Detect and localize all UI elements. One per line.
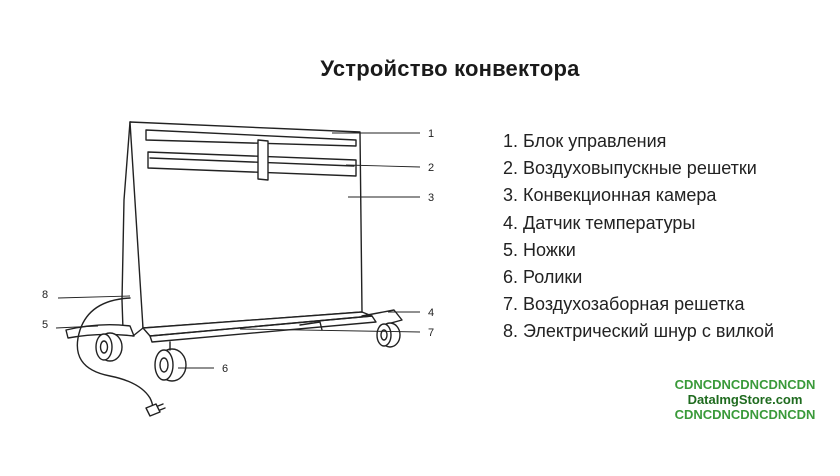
foot-bar	[65, 323, 135, 339]
callout-6: 6	[222, 363, 228, 375]
grille-clip	[257, 139, 269, 181]
callout-7: 7	[428, 327, 434, 339]
legend-item: 2. Воздуховыпускные решетки	[503, 158, 757, 179]
legend-item: 8. Электрический шнур с вилкой	[503, 321, 775, 342]
wheel-left	[95, 332, 123, 362]
callout-5: 5	[42, 319, 48, 331]
watermark-line: CDNCDNCDNCDNCDN	[674, 377, 816, 392]
callout-2: 2	[428, 162, 434, 174]
legend-item: 5. Ножки	[503, 239, 576, 260]
wheel-back	[376, 322, 401, 348]
legend-list: 1. Блок управления 2. Воздуховыпускные р…	[503, 128, 774, 346]
watermark-site: DataImgStore.com	[687, 392, 803, 407]
control-block	[145, 129, 357, 147]
legend-item: 7. Воздухозаборная решетка	[503, 294, 745, 315]
watermark: CDNCDNCDNCDNCDN DataImgStore.com CDNCDNC…	[655, 377, 835, 422]
legend-item: 3. Конвекционная камера	[503, 185, 717, 206]
legend-item: 6. Ролики	[503, 267, 583, 288]
plug	[145, 403, 161, 417]
callout-8: 8	[42, 289, 48, 301]
diagram-title: Устройство конвектора	[320, 56, 580, 81]
legend-item: 1. Блок управления	[503, 131, 667, 151]
outlet-grille	[147, 151, 357, 177]
wheel-front	[154, 341, 187, 382]
power-cord	[76, 297, 154, 411]
callout-4: 4	[428, 307, 434, 319]
callout-1: 1	[428, 128, 434, 140]
callout-3: 3	[428, 192, 434, 204]
watermark-line: CDNCDNCDNCDNCDN	[674, 407, 816, 422]
legend-item: 4. Датчик температуры	[503, 212, 696, 233]
